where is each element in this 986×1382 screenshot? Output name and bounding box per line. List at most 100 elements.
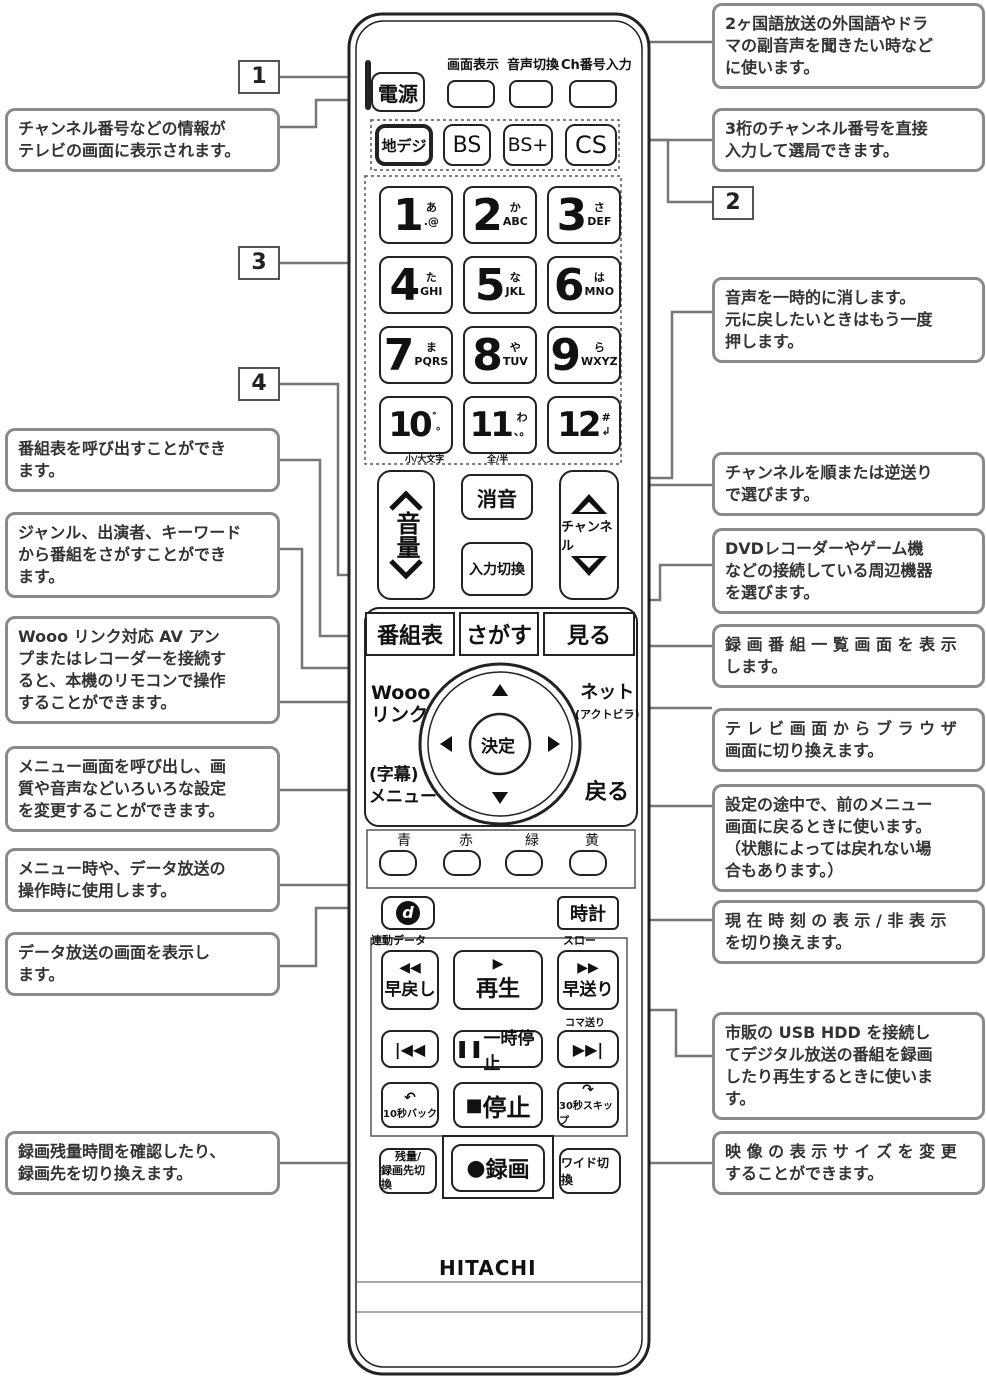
label-2: 2 xyxy=(712,186,754,220)
stop-label: 停止 xyxy=(482,1093,531,1122)
channel-down-icon xyxy=(571,556,607,576)
stop-icon: ■ xyxy=(465,1094,483,1116)
wooo-label: Wooo xyxy=(371,682,431,704)
subtitle-label: (字幕) xyxy=(369,765,419,785)
number-key-alpha: GHI xyxy=(420,285,443,298)
number-key-10[interactable]: 10゛° xyxy=(379,396,453,454)
terrestrial-button[interactable]: 地デジ xyxy=(375,124,433,166)
ok-button[interactable]: 決定 xyxy=(481,737,515,757)
number-key-12[interactable]: 12#↲ xyxy=(547,396,621,454)
bsplus-button[interactable]: BS+ xyxy=(503,124,553,166)
bs-button[interactable]: BS xyxy=(443,124,491,166)
play-button[interactable]: ▶ 再生 xyxy=(453,950,543,1010)
volume-down-icon xyxy=(389,559,423,580)
power-button[interactable]: 電源 xyxy=(371,72,425,112)
number-key-sub: #↲ xyxy=(602,411,611,439)
back10-button[interactable]: ↶ 10秒バック xyxy=(381,1082,439,1128)
callout-clock: 現 在 時 刻 の 表 示 / 非 表 示 を切り換えます。 xyxy=(712,900,985,964)
display-button[interactable] xyxy=(447,80,495,108)
number-key-digit: 11 xyxy=(469,405,514,445)
ch-input-button[interactable] xyxy=(569,80,617,108)
rewind-label: 早戻し xyxy=(384,979,436,1000)
callout-info-display: チャンネル番号などの情報が テレビの画面に表示されます。 xyxy=(5,108,280,172)
callout-audio-switch: 2ヶ国語放送の外国語やドラ マの副音声を聞きたい時など に使います。 xyxy=(712,3,985,89)
number-key-kana: さ xyxy=(593,201,605,214)
number-key-digit: 5 xyxy=(474,259,506,311)
channel-button[interactable]: チャンネル xyxy=(559,470,619,600)
record-button[interactable]: ● 録画 xyxy=(451,1144,545,1192)
back-button[interactable]: 戻る xyxy=(585,780,630,805)
number-key-alpha: ° xyxy=(435,425,441,438)
skip30-button[interactable]: ↷ 30秒スキップ xyxy=(557,1082,619,1128)
input-switch-button[interactable]: 入力切換 xyxy=(461,542,533,596)
record-remain-button[interactable]: 残量/ 録画先切換 xyxy=(379,1148,437,1194)
ff-icon: ▶▶ xyxy=(577,959,599,976)
wooo-button[interactable]: Wooo リンク xyxy=(371,682,430,726)
callout-net: テ レ ビ 画 面 か ら ブ ラ ウ ザ 画面に切り換えます。 xyxy=(712,708,985,772)
brand-logo: HITACHI xyxy=(439,1256,537,1280)
record-label: 録画 xyxy=(485,1158,530,1183)
number-key-sub: ゛° xyxy=(433,411,444,439)
rewind-button[interactable]: ◀◀ 早戻し xyxy=(381,950,439,1010)
watch-button[interactable]: 見る xyxy=(543,612,635,656)
search-button[interactable]: さがす xyxy=(459,612,539,656)
net-button[interactable]: ネット (アクトビラ) xyxy=(575,682,640,726)
cs-button[interactable]: CS xyxy=(565,124,617,166)
callout-usb-hdd: 市販の USB HDD を接続し てデジタル放送の番組を録画 したり再生するとき… xyxy=(712,1012,985,1120)
stop-button[interactable]: ■ 停止 xyxy=(453,1082,543,1128)
volume-button[interactable]: 音量 xyxy=(377,470,435,600)
number-key-kana: や xyxy=(509,341,521,354)
number-key-digit: 8 xyxy=(472,329,503,381)
next-chapter-button[interactable]: ▶▶| xyxy=(557,1030,619,1068)
ff-button[interactable]: ▶▶ 早送り xyxy=(557,950,619,1010)
number-key-sub: わ、。 xyxy=(514,411,531,439)
play-label: 再生 xyxy=(475,977,520,1002)
mute-button[interactable]: 消音 xyxy=(461,474,533,520)
wide-button[interactable]: ワイド切換 xyxy=(559,1148,621,1194)
menu-button[interactable]: (字幕) メニュー xyxy=(369,764,437,808)
audio-switch-button[interactable] xyxy=(509,80,553,108)
red-button[interactable] xyxy=(443,850,481,876)
number-key-kana: ま xyxy=(425,341,437,354)
callout-menu: メニュー画面を呼び出し、画 質や音声などいろいろな設定 を変更することができます… xyxy=(5,746,280,832)
number-key-kana: # xyxy=(601,411,611,424)
guide-button[interactable]: 番組表 xyxy=(365,612,455,656)
data-button[interactable]: d xyxy=(381,896,435,930)
d-icon: d xyxy=(396,901,420,925)
ff-label: 早送り xyxy=(562,979,614,1000)
number-key-alpha: JKL xyxy=(505,285,526,298)
number-key-digit: 2 xyxy=(472,189,503,241)
callout-watch: 録 画 番 組 一 覧 画 面 を 表 示 します。 xyxy=(712,624,985,688)
blue-label: 青 xyxy=(397,833,411,849)
yellow-button[interactable] xyxy=(569,850,607,876)
number-key-kana: ら xyxy=(593,341,605,354)
next-chapter-icon: ▶▶| xyxy=(572,1039,604,1059)
callout-wooo-link: Wooo リンク対応 AV アン プまたはレコーダーを接続す ると、本機のリモコ… xyxy=(5,616,280,724)
clock-button[interactable]: 時計 xyxy=(557,896,619,930)
green-button[interactable] xyxy=(505,850,543,876)
number-key-alpha: ↲ xyxy=(601,425,611,438)
prev-chapter-button[interactable]: |◀◀ xyxy=(381,1030,439,1068)
link-label: リンク xyxy=(371,704,429,726)
back10-label: 10秒バック xyxy=(383,1108,437,1120)
number-key-digit: 7 xyxy=(383,329,415,381)
acttv-label: (アクトビラ) xyxy=(575,708,640,721)
blue-button[interactable] xyxy=(379,850,417,876)
number-key-digit: 3 xyxy=(556,189,588,241)
yellow-label: 黄 xyxy=(585,833,599,849)
callout-search: ジャンル、出演者、キーワード から番組をさがすことができ ます。 xyxy=(5,512,280,598)
audio-label: 音声切換 xyxy=(507,58,560,73)
pause-button[interactable]: ❚❚ 一時停止 xyxy=(453,1029,543,1074)
